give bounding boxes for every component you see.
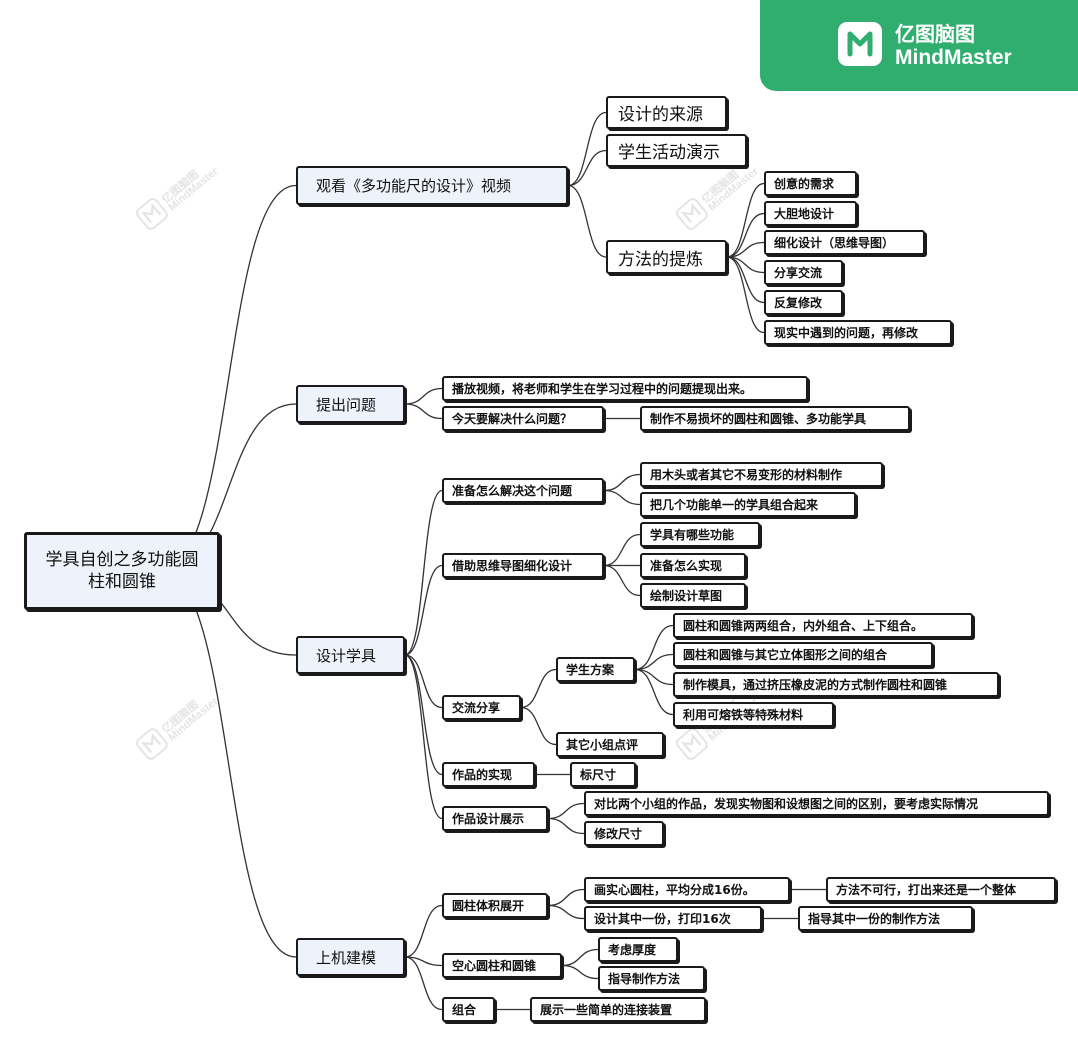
topic-b2-2-1[interactable]: 制作不易损坏的圆柱和圆锥、多功能学具 (640, 406, 910, 431)
connector-b3-3-1 (520, 668, 557, 709)
connector-b3-3-2 (520, 706, 557, 746)
topic-b1-3-2[interactable]: 大胆地设计 (764, 201, 857, 226)
connector-b3-1-1 (603, 473, 641, 492)
connector-b3-3-1-2 (634, 653, 674, 671)
connector-b1-3-1 (726, 182, 765, 258)
topic-b3-1-1[interactable]: 用木头或者其它不易变形的材料制作 (640, 462, 883, 487)
topic-b1-3[interactable]: 方法的提炼 (606, 240, 727, 274)
topic-b3-5-1[interactable]: 对比两个小组的作品，发现实物图和设想图之间的区别，要考虑实际情况 (584, 791, 1049, 816)
watermark-logo-icon (136, 198, 168, 230)
mindmaster-logo-icon (838, 22, 882, 66)
connector-b1-2 (567, 149, 607, 187)
topic-b4-2[interactable]: 空心圆柱和圆锥 (442, 953, 562, 978)
connector-b3-5-1 (547, 802, 585, 820)
watermark-logo-icon (136, 728, 168, 760)
connector-b4-2 (404, 956, 443, 967)
connector-b1-3-5 (726, 256, 765, 304)
topic-b4-1-1[interactable]: 画实心圆柱，平均分成16份。 (584, 877, 790, 902)
topic-b3-2[interactable]: 借助思维导图细化设计 (442, 553, 604, 578)
topic-b1-3-4[interactable]: 分享交流 (764, 260, 843, 285)
topic-b3-5-2[interactable]: 修改尺寸 (584, 821, 664, 846)
topic-b3-3-1-3[interactable]: 制作模具，通过挤压橡皮泥的方式制作圆柱和圆锥 (673, 672, 999, 697)
connector-b4-1-2 (547, 904, 585, 920)
connector-b1-3-2 (726, 212, 765, 258)
topic-b2-2[interactable]: 今天要解决什么问题？ (442, 406, 604, 431)
topic-b2-1[interactable]: 播放视频，将老师和学生在学习过程中的问题提现出来。 (442, 376, 808, 401)
topic-b4-1[interactable]: 圆柱体积展开 (442, 893, 548, 918)
topic-b4-1-2[interactable]: 设计其中一份，打印16次 (584, 906, 762, 931)
connector-b3-2-3 (603, 564, 641, 597)
connector-b3-2-1 (603, 533, 641, 567)
topic-b3-3[interactable]: 交流分享 (442, 695, 521, 720)
topic-b1-3-1[interactable]: 创意的需求 (764, 171, 857, 196)
connector-b3-3-1-3 (634, 668, 674, 686)
connector-b3-3 (404, 654, 443, 709)
topic-b3-4-1[interactable]: 标尺寸 (570, 762, 636, 787)
topic-b4-3[interactable]: 组合 (442, 997, 495, 1022)
topic-b1-3-5[interactable]: 反复修改 (764, 290, 843, 315)
connector-b1-3-6 (726, 256, 765, 334)
topic-b3-3-2[interactable]: 其它小组点评 (556, 732, 664, 757)
connector-b1-1 (567, 111, 607, 187)
topic-b3-1-2[interactable]: 把几个功能单一的学具组合起来 (640, 492, 856, 517)
connector-b4-2-2 (561, 964, 599, 980)
brand-name-cn: 亿图脑图 (895, 22, 975, 46)
topic-b3-2-2[interactable]: 准备怎么实现 (640, 553, 746, 578)
topic-b4[interactable]: 上机建模 (296, 938, 405, 976)
connector-b3-4 (404, 654, 443, 776)
topic-b1-3-6[interactable]: 现实中遇到的问题，再修改 (764, 320, 952, 345)
topic-b2[interactable]: 提出问题 (296, 385, 405, 423)
topic-b3-2-1[interactable]: 学具有哪些功能 (640, 522, 760, 547)
watermark-logo-icon (676, 198, 708, 230)
topic-b1[interactable]: 观看《多功能尺的设计》视频 (296, 166, 568, 205)
topic-b4-2-2[interactable]: 指导制作方法 (598, 966, 705, 991)
topic-b3-4[interactable]: 作品的实现 (442, 762, 535, 787)
topic-b3-3-1[interactable]: 学生方案 (556, 657, 635, 682)
connector-b4-3 (404, 956, 443, 1011)
connector-b3-3-1-4 (634, 668, 674, 716)
brand-badge: 亿图脑图 MindMaster (760, 0, 1078, 91)
brand-name-en: MindMaster (895, 46, 1012, 69)
connector-b3-5-2 (547, 817, 585, 835)
connector-b3-2 (404, 564, 443, 656)
connector-b2-1 (404, 387, 443, 405)
topic-b3-2-3[interactable]: 绘制设计草图 (640, 583, 746, 608)
topic-b3-1[interactable]: 准备怎么解决这个问题 (442, 478, 604, 503)
connector-b3-3-1-1 (634, 624, 674, 671)
topic-b1-2[interactable]: 学生活动演示 (606, 134, 747, 167)
topic-b1-1[interactable]: 设计的来源 (606, 96, 727, 129)
connector-b4-1-1 (547, 888, 585, 907)
topic-b3[interactable]: 设计学具 (296, 636, 405, 674)
connector-b4-2-1 (561, 948, 599, 967)
topic-b4-3-1[interactable]: 展示一些简单的连接装置 (530, 997, 706, 1022)
topic-b1-3-3[interactable]: 细化设计（思维导图） (764, 230, 925, 255)
connector-b3-5 (404, 654, 443, 820)
topic-b4-1-2-1[interactable]: 指导其中一份的制作方法 (798, 906, 973, 931)
connector-b3-1 (404, 489, 443, 656)
topic-b3-3-1-2[interactable]: 圆柱和圆锥与其它立体图形之间的组合 (673, 642, 933, 667)
topic-b3-3-1-4[interactable]: 利用可熔铁等特殊材料 (673, 702, 834, 727)
watermark-logo-icon (676, 728, 708, 760)
topic-b3-3-1-1[interactable]: 圆柱和圆锥两两组合，内外组合、上下组合。 (673, 613, 973, 638)
topic-b3-5[interactable]: 作品设计展示 (442, 806, 548, 831)
topic-b4-2-1[interactable]: 考虑厚度 (598, 937, 678, 962)
topic-b4-1-1-1[interactable]: 方法不可行，打出来还是一个整体 (826, 877, 1056, 902)
connector-b3-1-2 (603, 489, 641, 506)
connector-b1-3-3 (726, 241, 765, 258)
connector-b4-1 (404, 904, 443, 958)
root-topic[interactable]: 学具自创之多功能圆柱和圆锥 (24, 532, 220, 610)
connector-b1-3 (567, 184, 607, 258)
connector-b2-2 (404, 403, 443, 420)
